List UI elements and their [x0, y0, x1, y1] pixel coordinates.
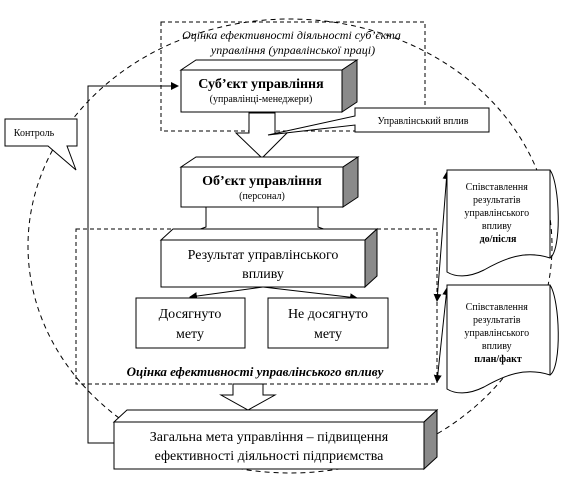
doc-plan-fact: Співставлення результатів управлінського… — [446, 284, 559, 394]
subject-title: Суб’єкт управління — [198, 77, 324, 92]
achieved-line2: мету — [176, 327, 204, 342]
doc-before-after: Співставлення результатів управлінського… — [446, 169, 559, 277]
goal-block-arrow — [219, 383, 277, 411]
object-title: Об’єкт управління — [202, 174, 322, 189]
influence-block-arrow — [234, 112, 289, 159]
goal-line2: ефективності діяльності підприємства — [155, 449, 385, 464]
not-achieved-box: Не досягнуто мету — [267, 297, 389, 349]
object-subtitle: (персонал) — [239, 191, 285, 202]
plan-fact-connector — [433, 287, 451, 383]
svg-text:Оцінка ефективності діяльності: Оцінка ефективності діяльності суб’єкта … — [182, 28, 404, 57]
result-line2: впливу — [242, 267, 284, 282]
result-to-not-achieved-arrow — [262, 286, 358, 302]
object-box: Об’єкт управління (персонал) — [179, 156, 360, 208]
achieved-line1: Досягнуто — [159, 307, 222, 322]
svg-text:Співставлення результаті: Співставлення результатів управлінського… — [464, 182, 531, 245]
doc1-line3: управлінського — [464, 208, 529, 219]
doc2-line2: результатів — [473, 315, 521, 326]
control-feedback-line — [87, 82, 179, 444]
subject-box: Суб’єкт управління (управлінці-менеджери… — [179, 59, 359, 113]
before-after-connector — [433, 171, 451, 302]
doc2-line4: впливу — [482, 341, 512, 352]
outer-dashed-ellipse — [27, 18, 553, 474]
control-callout: Контроль — [4, 118, 78, 171]
control-label: Контроль — [14, 128, 55, 139]
result-to-achieved-arrow — [189, 286, 264, 301]
doc1-line2: результатів — [473, 195, 521, 206]
not-achieved-line1: Не досягнуто — [288, 307, 368, 322]
goal-box: Загальна мета управління – підвищення еф… — [112, 408, 439, 471]
influence-callout: Управлінський вплив — [267, 107, 490, 136]
doc1-line4: впливу — [482, 221, 512, 232]
achieved-box: Досягнуто мету — [135, 297, 246, 349]
not-achieved-line2: мету — [314, 327, 342, 342]
result-box: Результат управлінського впливу — [159, 227, 379, 289]
subject-evaluation-line2: управління (управлінської праці) — [210, 43, 375, 57]
doc1-line1: Співставлення — [466, 182, 529, 193]
result-line1: Результат управлінського — [188, 248, 339, 263]
subject-evaluation-line1: Оцінка ефективності діяльності суб’єкта — [182, 28, 401, 42]
influence-label: Управлінський вплив — [378, 116, 469, 127]
doc1-emphasis: до/після — [480, 234, 517, 245]
doc2-line1: Співставлення — [466, 302, 529, 313]
goal-line1: Загальна мета управління – підвищення — [150, 430, 389, 445]
influence-evaluation-label: Оцінка ефективності управлінського вплив… — [127, 364, 384, 379]
doc2-line3: управлінського — [464, 328, 529, 339]
subject-subtitle: (управлінці-менеджери) — [210, 94, 313, 105]
svg-text:Співставлення результаті: Співставлення результатів управлінського… — [464, 302, 531, 365]
doc2-emphasis: план/факт — [474, 354, 522, 365]
